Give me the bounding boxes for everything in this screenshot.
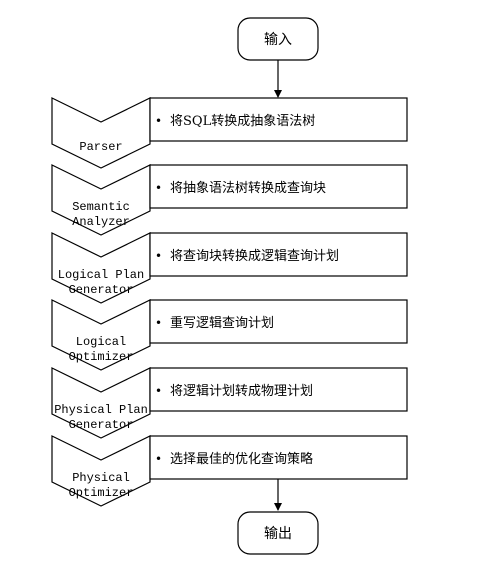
stage-description: 将逻辑计划转成物理计划 — [170, 384, 313, 399]
stage-name-line: Semantic — [72, 200, 130, 214]
stage-chevron — [51, 164, 151, 236]
bullet-icon: • — [155, 316, 162, 330]
stage-description: 将抽象语法树转换成查询块 — [170, 181, 326, 196]
stage-description-box — [149, 97, 408, 142]
stage-chevron — [51, 232, 151, 304]
end-label: 输出 — [264, 526, 292, 542]
stage-name-line: Logical — [76, 335, 126, 349]
start-label: 输入 — [264, 32, 292, 48]
stage-name-line: Logical Plan — [58, 268, 144, 282]
bullet-icon: • — [155, 114, 162, 128]
stage-name-line: Physical — [72, 471, 130, 485]
stage-description-box — [149, 232, 408, 277]
stage-description-box — [149, 299, 408, 344]
stage-name-line: Physical Plan — [54, 403, 148, 417]
end-node: 输出 — [237, 511, 319, 555]
stage-chevron — [51, 367, 151, 439]
stage-name-line: Optimizer — [69, 350, 134, 364]
start-node: 输入 — [237, 17, 319, 61]
stage-chevron — [51, 97, 151, 169]
stage-description-box — [149, 367, 408, 412]
stage-name-line: Analyzer — [72, 215, 130, 229]
stage-name-line: Generator — [69, 418, 134, 432]
stage-description: 选择最佳的优化查询策略 — [170, 451, 313, 467]
stage-name-line: Generator — [69, 283, 134, 297]
stage-name-line: Parser — [79, 140, 122, 154]
bullet-icon: • — [155, 181, 162, 195]
bullet-icon: • — [155, 384, 162, 398]
stage-description-box — [149, 164, 408, 209]
stage-description: 将查询块转换成逻辑查询计划 — [170, 249, 339, 264]
bullet-icon: • — [155, 249, 162, 263]
stage-1: Parser • 将SQL转换成抽象语法树 — [51, 97, 408, 169]
stage-chevron — [51, 299, 151, 371]
stage-chevron — [51, 435, 151, 507]
stage-name-line: Optimizer — [69, 486, 134, 500]
stage-description: 将SQL转换成抽象语法树 — [170, 114, 315, 129]
stage-description-box — [149, 435, 408, 480]
bullet-icon: • — [155, 452, 162, 466]
stage-description: 重写逻辑查询计划 — [170, 315, 274, 331]
